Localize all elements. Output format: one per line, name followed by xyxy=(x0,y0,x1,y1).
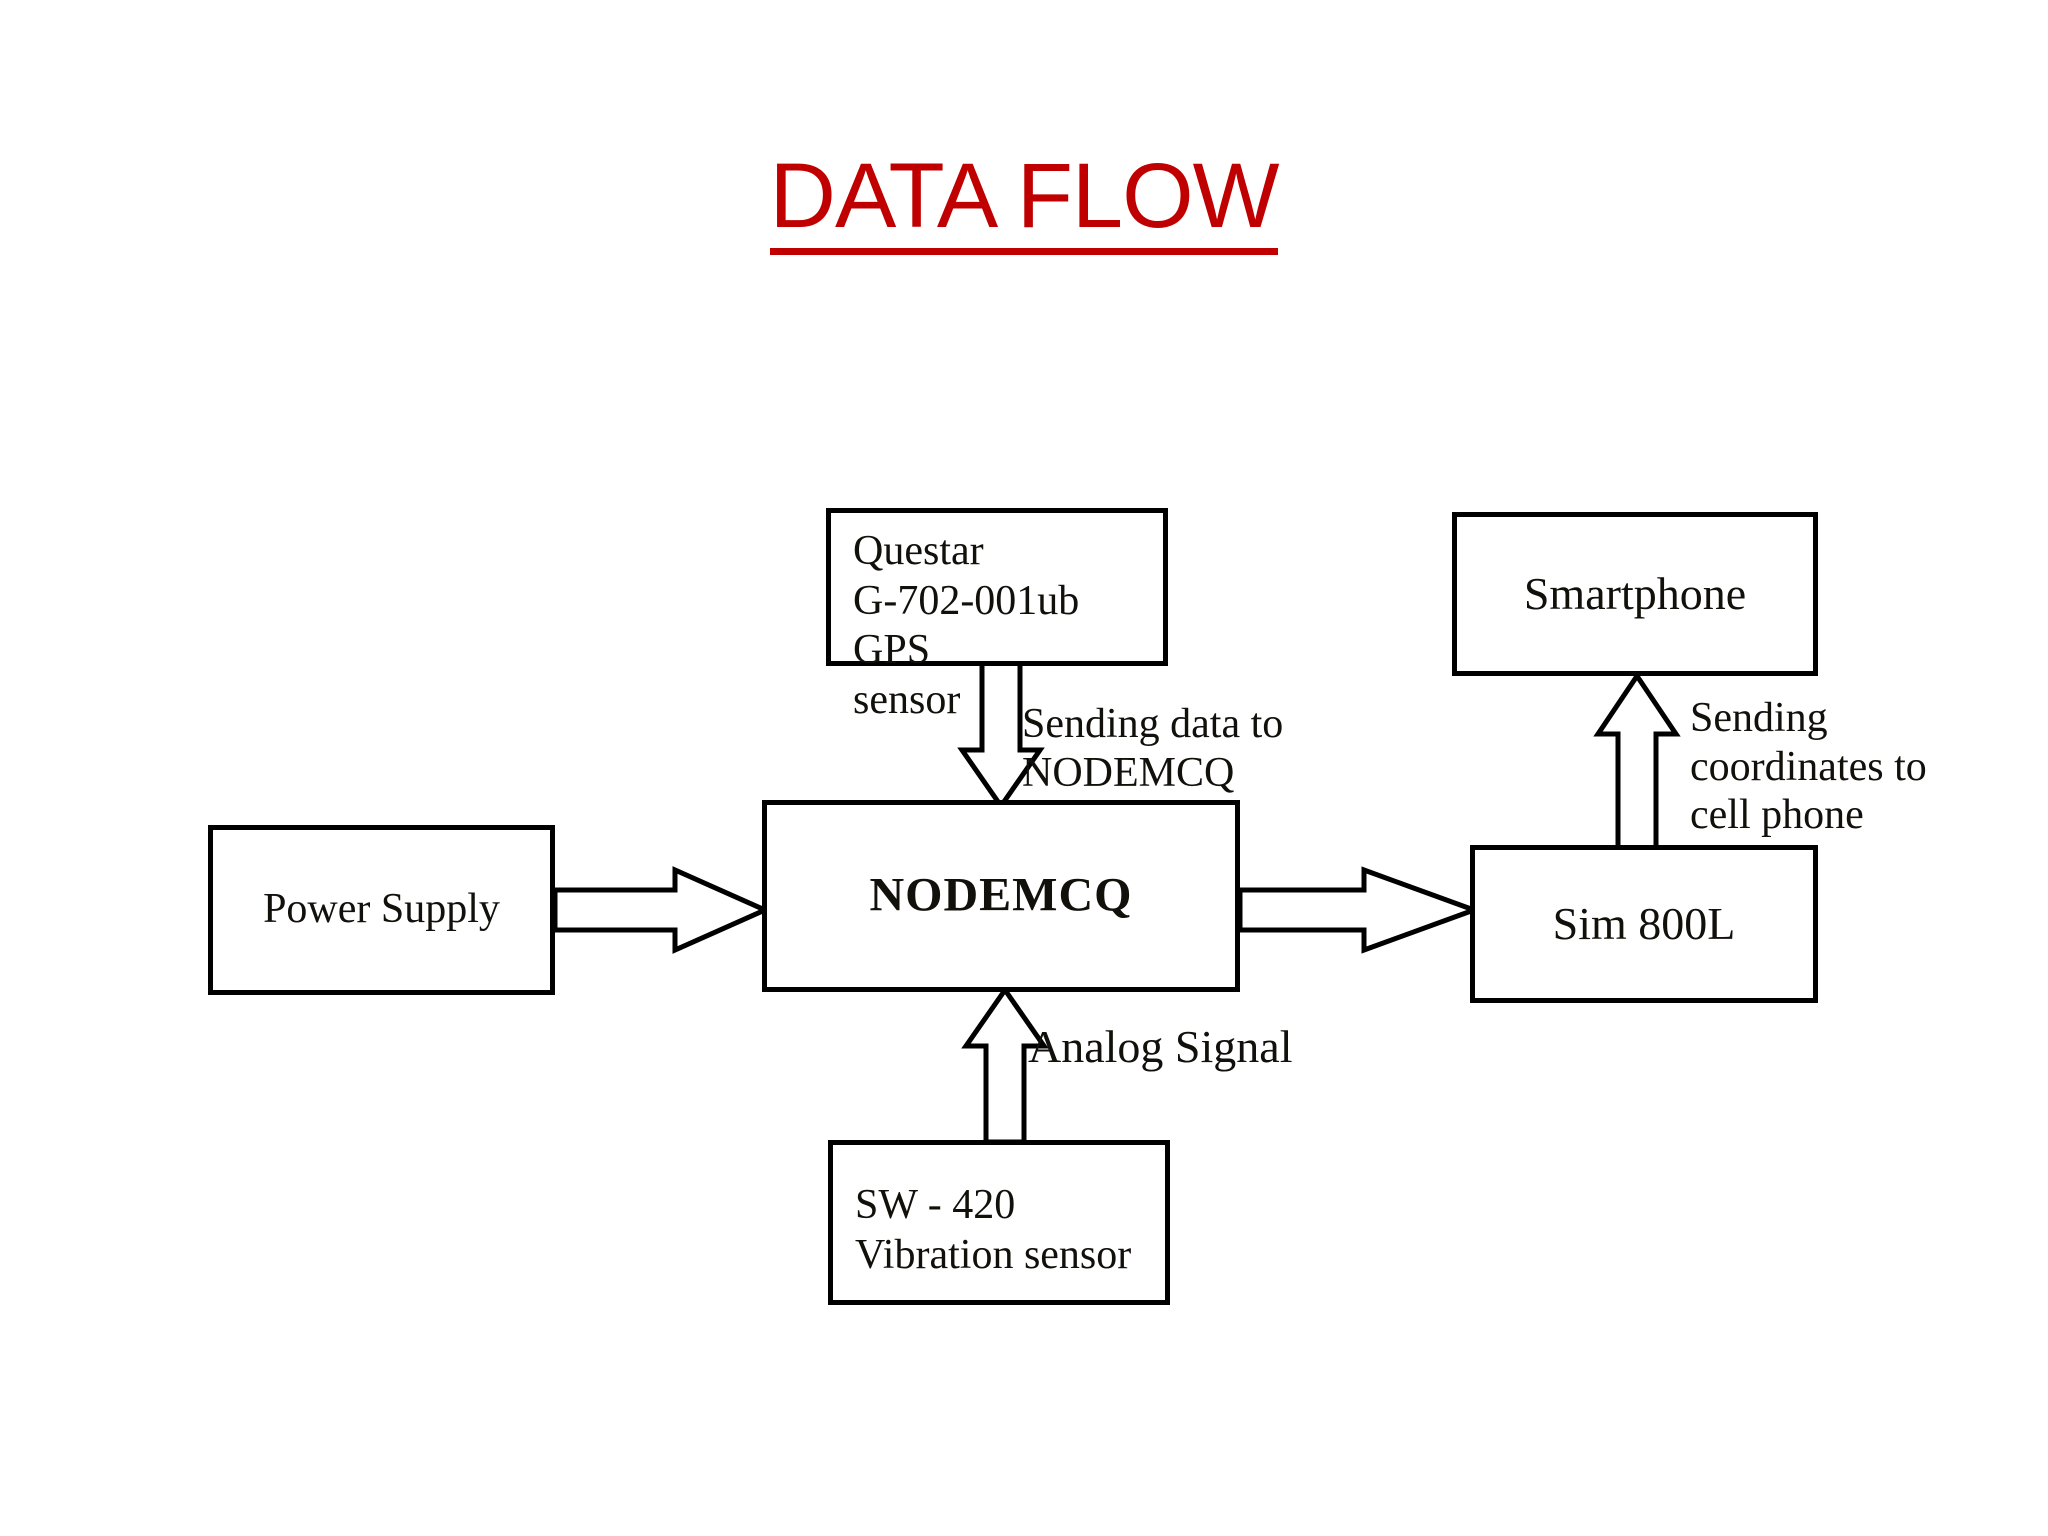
arrow-power-supply-to-nodemcq xyxy=(552,866,772,954)
node-nodemcq-label: NODEMCQ xyxy=(869,868,1133,922)
arrow-nodemcq-to-sim800l xyxy=(1237,866,1482,954)
node-power-supply[interactable]: Power Supply xyxy=(208,825,555,995)
page-title: DATA FLOW xyxy=(0,150,2048,255)
node-nodemcq[interactable]: NODEMCQ xyxy=(762,800,1240,992)
node-vibration-sensor-label: SW - 420 Vibration sensor xyxy=(855,1182,1132,1278)
arrow-gps-to-nodemcq xyxy=(957,659,1045,811)
node-gps-sensor[interactable]: Questar G-702-001ub GPS sensor xyxy=(826,508,1168,723)
node-gps-sensor-label: Questar G-702-001ub GPS sensor xyxy=(853,528,1080,723)
edge-label-vibration-to-nodemcq: Analog Signal xyxy=(1028,1021,1293,1072)
node-sim800l-label: Sim 800L xyxy=(1552,897,1736,949)
node-smartphone-label: Smartphone xyxy=(1523,567,1747,619)
node-sim800l[interactable]: Sim 800L xyxy=(1470,845,1818,1003)
page-title-text: DATA FLOW xyxy=(769,150,1279,255)
arrow-sim800l-to-smartphone xyxy=(1593,671,1681,851)
edge-label-gps-to-nodemcq: Sending data to NODEMCQ xyxy=(1022,701,1284,796)
node-smartphone[interactable]: Smartphone xyxy=(1452,512,1818,676)
node-vibration-sensor[interactable]: SW - 420 Vibration sensor xyxy=(828,1140,1170,1305)
node-power-supply-label: Power Supply xyxy=(263,886,500,933)
edge-label-sim800l-to-smartphone: Sending coordinates to cell phone xyxy=(1690,695,1927,839)
